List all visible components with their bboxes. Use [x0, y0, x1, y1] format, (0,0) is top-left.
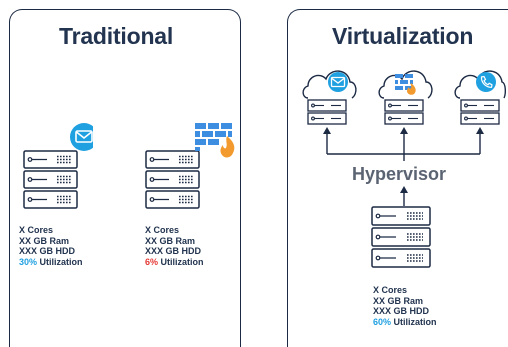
hdd-text: XXX GB HDD	[19, 246, 76, 256]
utilization-value: 6%	[145, 256, 159, 267]
server-rack-mail	[23, 123, 93, 209]
ram-text: XX GB Ram	[145, 235, 196, 246]
utilization-text: 30% Utilization	[19, 257, 83, 268]
server-rack-firewall	[145, 123, 235, 209]
host-specs: X Cores XX GB Ram XXX GB HDD 60% Utiliza…	[373, 285, 437, 327]
utilization-label: Utilization	[158, 256, 204, 267]
utilization-text: 60% Utilization	[373, 317, 437, 328]
utilization-label: Utilization	[37, 256, 83, 267]
utilization-value: 60%	[373, 316, 392, 327]
host-server-rack	[371, 186, 431, 268]
ram-text: XX GB Ram	[373, 295, 424, 306]
mail-icon	[70, 123, 93, 151]
mail-icon	[328, 72, 348, 92]
virtual-machines	[302, 70, 506, 161]
firewall-icon	[195, 123, 235, 158]
firewall-icon	[395, 74, 416, 95]
up-arrow-icon	[400, 186, 408, 206]
server-specs-firewall: X Cores XX GB Ram XXX GB HDD 6% Utilizat…	[145, 225, 204, 267]
vm-firewall	[378, 70, 433, 125]
vm-phone	[454, 70, 506, 125]
cores-text: X Cores	[373, 285, 408, 295]
utilization-label: Utilization	[391, 316, 437, 327]
utilization-value: 30%	[19, 256, 38, 267]
virtualization-title: Virtualization	[332, 23, 474, 49]
phone-icon	[476, 72, 496, 92]
traditional-title: Traditional	[59, 23, 174, 49]
cores-text: X Cores	[19, 225, 54, 235]
cores-text: X Cores	[145, 225, 180, 235]
virtualization-panel	[287, 9, 508, 347]
ram-text: XX GB Ram	[19, 235, 70, 246]
hypervisor-label: Hypervisor	[352, 164, 447, 184]
hdd-text: XXX GB HDD	[373, 306, 430, 316]
hdd-text: XXX GB HDD	[145, 246, 202, 256]
server-specs-mail: X Cores XX GB Ram XXX GB HDD 30% Utiliza…	[19, 225, 83, 267]
utilization-text: 6% Utilization	[145, 257, 204, 268]
connector-lines	[326, 132, 481, 161]
arrowheads	[323, 127, 484, 134]
vm-mail	[302, 70, 357, 125]
